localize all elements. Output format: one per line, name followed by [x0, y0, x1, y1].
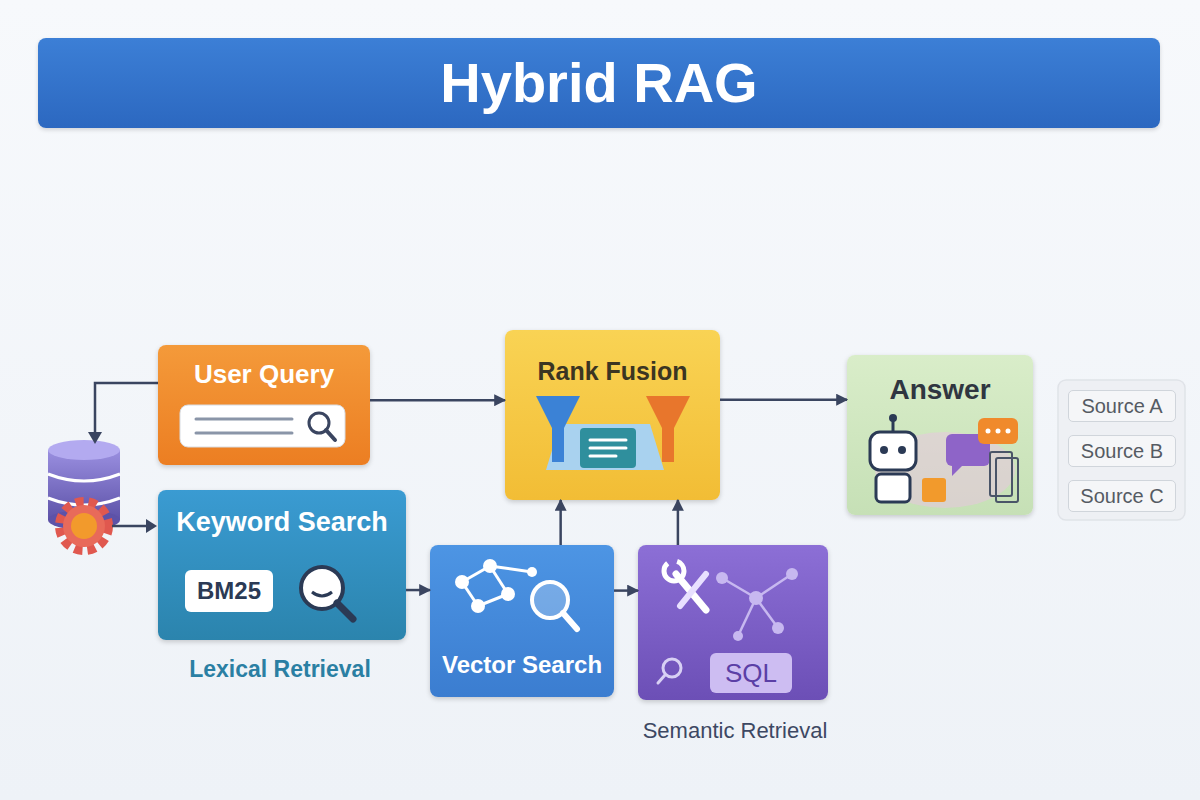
answer-box: Answer: [847, 355, 1033, 515]
gear-ring: [63, 505, 105, 547]
magnifier: [301, 567, 343, 609]
robot-antenna: [892, 420, 895, 432]
node-label: Answer: [847, 373, 1033, 407]
bm25-tag: BM25: [185, 570, 273, 612]
chat-bubble: [978, 418, 1018, 444]
diagram-title: Hybrid RAG: [38, 38, 1160, 128]
wrench-head: [664, 561, 684, 581]
screwdriver: [680, 574, 706, 606]
sources-panel: [1058, 380, 1185, 520]
database-base: [48, 510, 120, 530]
answer-pages: [990, 452, 1018, 502]
flow-arrow: [559, 500, 562, 545]
robot-eye: [880, 446, 888, 454]
chat-dots: [986, 429, 1011, 434]
flow-arrow: [720, 398, 847, 401]
group-label: Lexical Retrieval: [150, 656, 410, 684]
robot-head: [870, 432, 916, 470]
orange-funnel: [646, 396, 690, 462]
vector-network: [462, 566, 532, 606]
flow-arrow: [370, 399, 505, 402]
database-body: [48, 450, 120, 520]
answer-glow: [875, 432, 1015, 508]
wrench: [676, 574, 706, 610]
title-band: Hybrid RAG: [38, 38, 1160, 128]
keyword-search-box: Keyword SearchBM25: [158, 490, 406, 640]
source-box: Source B: [1068, 435, 1176, 467]
magnifier-handle: [326, 430, 335, 440]
search-bar: [180, 405, 345, 447]
chat-tail: [952, 466, 962, 476]
rank-fusion-box: Rank Fusion: [505, 330, 720, 500]
fusion-tray: [546, 424, 664, 470]
tool-points: [716, 568, 798, 641]
database-band: [48, 498, 120, 505]
magnifier-handle: [563, 613, 577, 629]
node-label: Keyword Search: [158, 506, 406, 538]
database-top: [48, 440, 120, 460]
source-box: Source A: [1068, 390, 1176, 422]
node-label: User Query: [158, 359, 370, 390]
magnifier: [532, 582, 568, 618]
node-label: Source B: [1069, 436, 1175, 466]
query-to-store-wire: [95, 383, 158, 436]
gear-hub: [71, 513, 97, 539]
node-label: Rank Fusion: [505, 356, 720, 386]
flow-arrow: [677, 500, 680, 545]
vector-points: [455, 559, 537, 613]
gear-teeth: [60, 502, 108, 550]
blue-funnel: [536, 396, 580, 462]
magnifier-handle: [337, 603, 353, 619]
wire-head: [146, 519, 157, 533]
robot-antenna-tip: [889, 414, 897, 422]
magnifier-mark: [312, 592, 332, 596]
magnifier: [663, 659, 681, 677]
store-to-keyword-wire: [112, 525, 148, 528]
chat-bubble: [946, 434, 990, 466]
wire-head: [88, 432, 102, 444]
robot-eye: [898, 446, 906, 454]
flow-arrow: [406, 589, 430, 592]
fused-document: [580, 428, 636, 468]
database-band: [48, 474, 120, 481]
node-label: Source A: [1069, 391, 1175, 421]
semantic-tool-box: SQL: [638, 545, 828, 700]
sql-tag: SQL: [710, 653, 792, 693]
group-label: Semantic Retrieval: [600, 718, 870, 744]
vector-search-box: Vector Search: [430, 545, 614, 697]
query-box: User Query: [158, 345, 370, 465]
source-box: Source C: [1068, 480, 1176, 512]
magnifier-handle: [658, 675, 665, 683]
robot-laptop: [922, 478, 946, 502]
robot-body: [876, 474, 910, 502]
search-line: [196, 432, 292, 435]
magnifier: [309, 413, 329, 433]
tool-network: [722, 574, 792, 636]
document-lines: [590, 440, 626, 456]
flow-arrow: [614, 589, 638, 592]
node-label: Vector Search: [430, 651, 614, 680]
search-line: [196, 418, 292, 421]
node-label: Source C: [1069, 481, 1175, 511]
